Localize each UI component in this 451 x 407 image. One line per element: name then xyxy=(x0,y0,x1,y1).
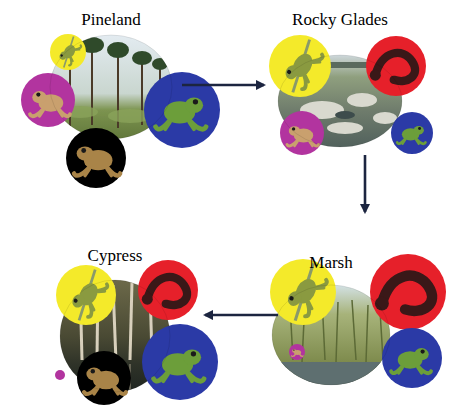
frog-symbol xyxy=(284,268,328,318)
habitat-name: Rocky Glades xyxy=(292,10,388,29)
habitat-outline xyxy=(272,285,390,385)
red-circle xyxy=(366,36,426,96)
magenta-circle xyxy=(21,73,75,127)
habitat-heading: Cypress xyxy=(88,246,143,265)
pineland-species xyxy=(21,34,220,188)
blue-circle xyxy=(142,324,218,400)
habitat-heading: Rocky Glades xyxy=(292,10,388,29)
habitat-ellipse xyxy=(50,35,172,139)
rocky-glades-species xyxy=(269,35,433,155)
frog-symbol xyxy=(397,126,425,144)
frog-symbol xyxy=(391,348,431,373)
habitat-outline xyxy=(60,280,170,392)
black-circle xyxy=(66,128,126,188)
frog-symbol xyxy=(156,98,206,130)
habitat-name: Marsh xyxy=(309,253,352,272)
flow-arrow xyxy=(205,314,278,317)
frog-symbol xyxy=(154,350,204,382)
frog-symbol xyxy=(292,349,304,356)
flow-arrow xyxy=(364,155,367,212)
habitat-node: Cypress xyxy=(60,280,170,392)
eel-symbol xyxy=(142,277,187,305)
habitat-heading: Marsh xyxy=(309,253,352,272)
habitat-outline xyxy=(278,55,402,147)
habitat-heading: Pineland xyxy=(81,10,141,29)
frog-symbol xyxy=(69,273,108,318)
magenta-circle xyxy=(289,344,305,360)
habitat-ellipse xyxy=(278,55,402,147)
yellow-circle xyxy=(56,265,116,325)
magenta-circle xyxy=(280,111,324,155)
habitat-outline xyxy=(50,35,172,139)
frog-symbol xyxy=(30,91,70,116)
habitat-ellipse xyxy=(60,280,170,392)
magenta-circle xyxy=(55,370,65,380)
cypress-species xyxy=(55,260,218,405)
toad-symbol xyxy=(84,368,126,394)
marsh-species xyxy=(270,254,446,388)
habitat-node: Marsh xyxy=(272,285,390,385)
frog-symbol xyxy=(282,43,324,90)
flow-arrow xyxy=(182,84,264,87)
toad-symbol xyxy=(74,147,120,176)
habitat-ellipse xyxy=(272,285,390,385)
eel-symbol xyxy=(375,276,432,311)
habitat-name: Cypress xyxy=(88,246,143,265)
habitat-node: Rocky Glades xyxy=(278,55,402,147)
black-circle xyxy=(77,351,131,405)
blue-circle xyxy=(382,328,442,388)
habitat-node: Pineland xyxy=(50,35,172,139)
blue-circle xyxy=(144,72,220,148)
red-circle xyxy=(370,254,446,330)
habitat-name: Pineland xyxy=(81,10,141,29)
